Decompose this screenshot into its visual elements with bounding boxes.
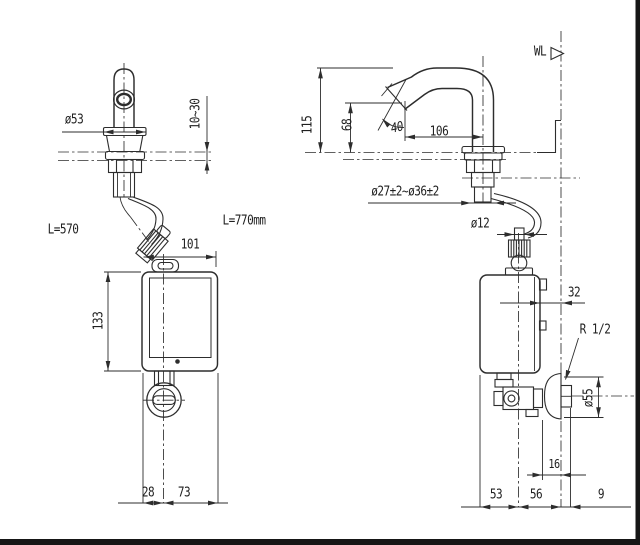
dim-overall-height: 115 xyxy=(300,115,316,135)
dim-box-height: 133 xyxy=(91,311,107,331)
hose-nut-front xyxy=(135,224,171,264)
stop-valve-side xyxy=(493,372,544,418)
dim-hole-diameter: ø27±2~ø36±2 xyxy=(371,184,439,200)
dim-depth-front: 53 xyxy=(489,487,503,503)
controller-box-side xyxy=(479,274,541,374)
dim-right-offset: 73 xyxy=(177,485,191,501)
front-view-group xyxy=(58,63,228,506)
dim-outlet-angle: 40 xyxy=(389,119,405,137)
dim-left-offset: 28 xyxy=(141,485,155,501)
dim-outlet-height: 68 xyxy=(340,118,356,132)
scan-edge-right xyxy=(635,0,640,545)
dim-reach: 106 xyxy=(429,124,449,140)
dim-deck-thickness: 10~30 xyxy=(188,98,204,130)
dim-box-width: 101 xyxy=(180,237,200,253)
faucet-body-front xyxy=(113,68,135,128)
dim-outlet-offset: 16 xyxy=(548,457,560,471)
wall-line-marker: WL xyxy=(533,44,547,60)
dim-thread-size: R 1/2 xyxy=(579,322,611,338)
dim-faucet-diameter: ø53 xyxy=(64,112,84,128)
dim-cable-length: L=570 xyxy=(47,222,79,238)
side-view-group xyxy=(305,31,634,510)
wall-escutcheon xyxy=(543,372,562,420)
faucet-spout-side xyxy=(381,67,495,152)
controller-box-front xyxy=(141,271,219,372)
dim-flange-diameter: ø55 xyxy=(581,388,597,408)
dim-depth-mid: 56 xyxy=(529,487,543,503)
dim-hose-length: L=770mm xyxy=(222,213,266,229)
hose-nut-side xyxy=(507,239,531,258)
r12-nipple xyxy=(560,384,573,408)
dim-depth-rear: 9 xyxy=(597,487,605,503)
scan-edge-bottom xyxy=(0,539,640,545)
supply-hose-side xyxy=(493,192,542,239)
wl-flag-icon xyxy=(550,46,565,61)
dim-wall-clearance: 32 xyxy=(567,285,581,301)
sensor-window-icon xyxy=(112,89,135,110)
screw-dot xyxy=(175,359,180,364)
dim-hose-diameter: ø12 xyxy=(470,216,490,232)
